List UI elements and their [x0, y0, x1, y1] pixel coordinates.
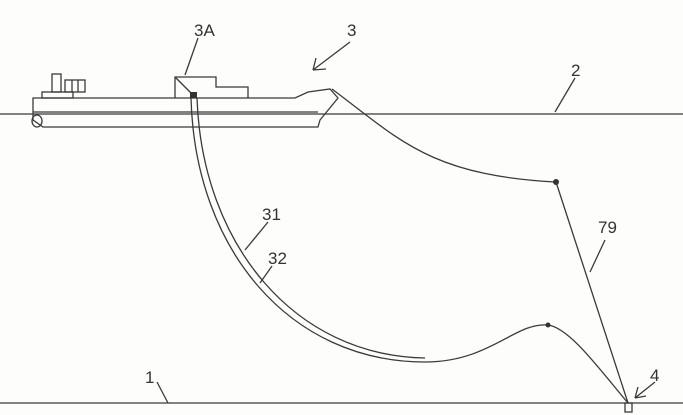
vessel	[31, 73, 339, 128]
label-4: 4	[650, 366, 659, 385]
label-2: 2	[571, 61, 580, 80]
label-3: 3	[347, 21, 356, 40]
label-1: 1	[145, 368, 154, 387]
label-31: 31	[262, 205, 281, 224]
tether-line	[555, 181, 629, 404]
wellhead-arrow-icon	[634, 381, 656, 399]
riser-connection	[190, 92, 197, 98]
vessel-arrow-icon	[312, 41, 351, 71]
riser-outer	[190, 97, 629, 404]
hump-node	[545, 322, 551, 328]
riser-inner	[196, 97, 426, 359]
mooring-line	[331, 88, 556, 183]
label-79: 79	[598, 218, 617, 237]
wellhead	[624, 402, 633, 413]
label-32: 32	[268, 249, 287, 268]
label-3a: 3A	[194, 21, 215, 40]
